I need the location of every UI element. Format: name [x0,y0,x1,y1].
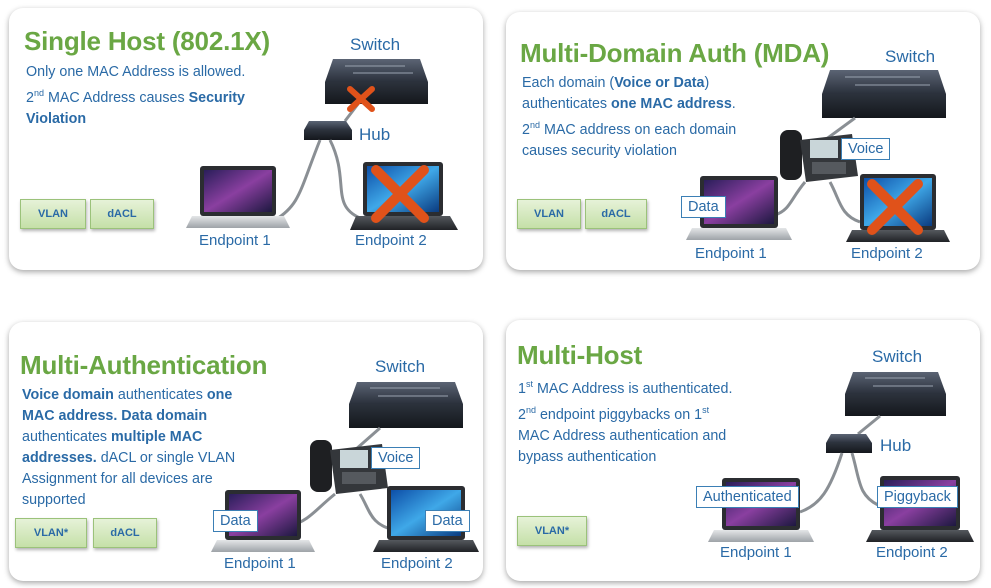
switch-icon [822,70,946,118]
panel-description: 1st MAC Address is authenticated. 2nd en… [518,374,788,468]
endpoint-1-label: Endpoint 1 [720,544,792,561]
hub-label: Hub [359,125,391,144]
voice-tag: Voice [841,138,891,160]
desc-line: addresses. dACL or single VLAN [22,450,236,466]
switch-label: Switch [350,35,401,54]
cross-icon [347,86,375,112]
desc-line: 2nd endpoint piggybacks on 1st [518,404,710,423]
endpoint-2-label: Endpoint 2 [851,245,923,262]
hub-icon [304,121,352,140]
panel-title: Multi-Host [517,340,643,370]
endpoint-2-label: Endpoint 2 [381,555,453,572]
hub-label: Hub [880,436,912,455]
vlan-button[interactable]: VLAN [20,199,86,229]
piggyback-tag: Piggyback [877,486,958,508]
hub-icon [826,434,872,453]
panel-title: Multi-Domain Auth (MDA) [520,38,830,68]
endpoint-2-label: Endpoint 2 [876,544,948,561]
switch-icon [325,59,428,104]
endpoint-1-label: Endpoint 1 [695,245,767,262]
desc-line: Each domain (Voice or Data) [522,75,710,91]
switch-icon [845,372,946,416]
desc-line: bypass authentication [518,448,657,465]
desc-line: 2nd MAC address on each domain [522,120,737,138]
panel-description: Only one MAC Address is allowed. 2nd MAC… [26,62,306,130]
endpoint-1-label: Endpoint 1 [224,555,296,572]
ip-phone-icon [310,440,388,494]
endpoint-1-label: Endpoint 1 [199,232,271,249]
laptop-icon [186,166,290,228]
dacl-button[interactable]: dACL [93,518,157,548]
desc-line: supported [22,492,86,508]
desc-line: Only one MAC Address is allowed. [26,64,246,80]
vlan-button[interactable]: VLAN* [517,516,587,546]
data-tag: Data [681,196,726,218]
authenticated-tag: Authenticated [696,486,799,508]
desc-line: 1st MAC Address is authenticated. [518,379,733,397]
switch-label: Switch [872,347,923,366]
desc-line: 2nd MAC Address causes Security [26,88,246,106]
desc-line: MAC Address authentication and [518,427,727,444]
desc-line: Voice domain authenticates one [22,387,233,403]
data-tag: Data [425,510,470,532]
endpoint-2-label: Endpoint 2 [355,232,427,249]
panel-title: Single Host (802.1X) [24,26,270,56]
dacl-button[interactable]: dACL [90,199,154,229]
vlan-button[interactable]: VLAN [517,199,581,229]
voice-tag: Voice [371,447,421,469]
desc-line: MAC address. Data domain [22,408,208,424]
panel-title: Multi-Authentication [20,350,268,380]
data-tag: Data [213,510,258,532]
switch-label: Switch [885,47,936,66]
switch-label: Switch [375,357,426,376]
desc-line: causes security violation [522,142,677,159]
cross-icon [867,179,923,235]
switch-icon [349,382,463,428]
desc-line: authenticates multiple MAC [22,429,203,445]
panel-description: Each domain (Voice or Data) authenticate… [522,73,782,162]
desc-line: Violation [26,110,87,127]
desc-line: authenticates one MAC address. [522,96,736,112]
dacl-button[interactable]: dACL [585,199,647,229]
vlan-button[interactable]: VLAN* [15,518,87,548]
desc-line: Assignment for all devices are [22,471,213,487]
cross-icon [371,165,429,223]
panel-description: Voice domain authenticates one MAC addre… [22,385,292,511]
